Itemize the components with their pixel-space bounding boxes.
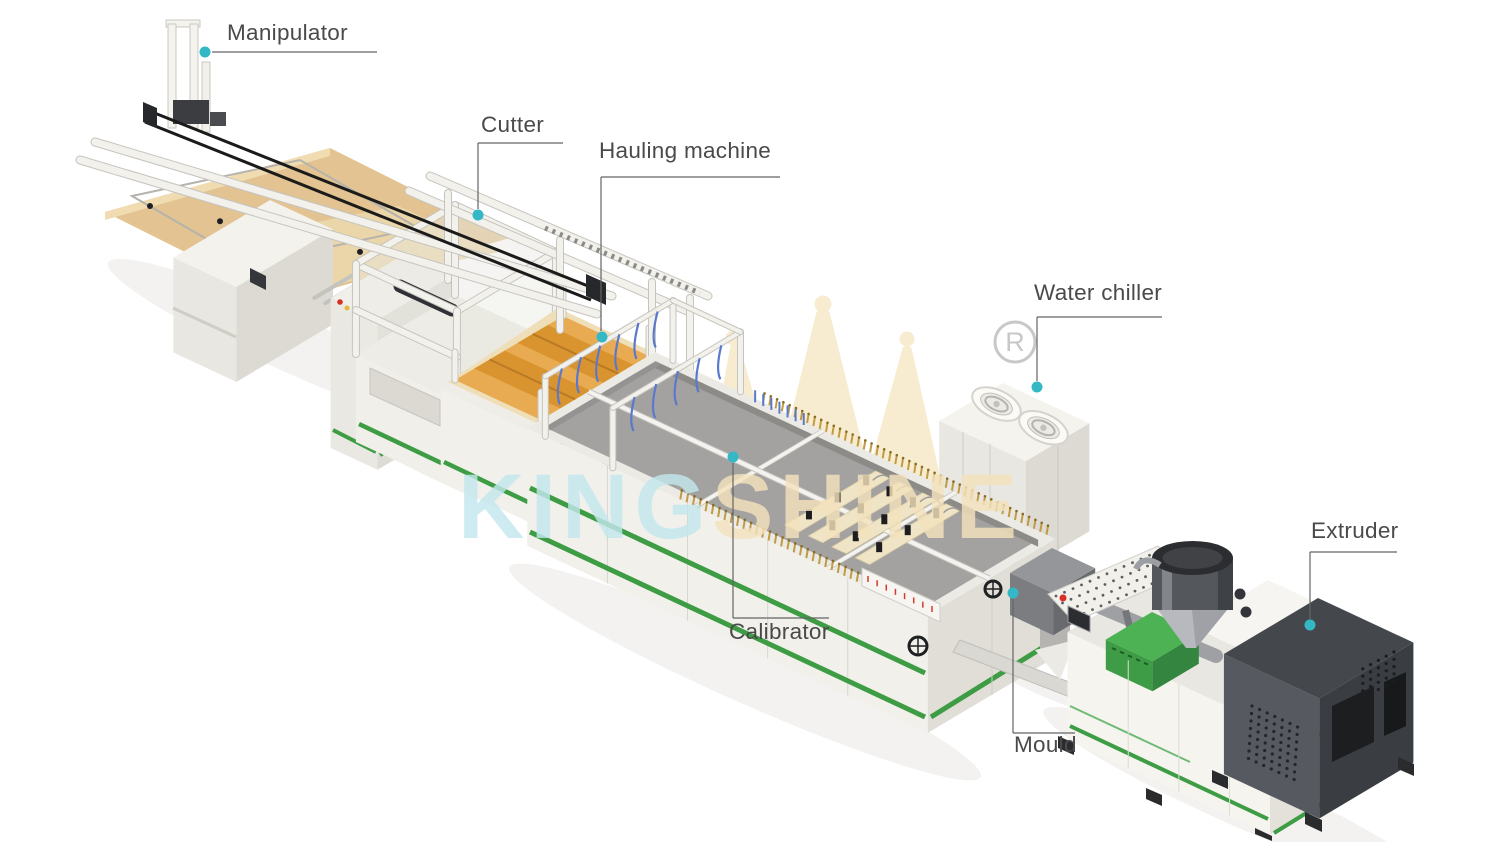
extruder-illustration <box>1047 541 1414 841</box>
callout-dot <box>199 46 211 58</box>
label-extruder: Extruder <box>1311 518 1399 543</box>
registered-letter: R <box>1005 327 1025 357</box>
label-manipulator: Manipulator <box>227 20 348 45</box>
callouts <box>199 46 1397 734</box>
callout-extruder <box>1304 551 1397 631</box>
callout-manipulator <box>199 46 377 58</box>
label-calibrator: Calibrator <box>729 619 830 644</box>
callout-dot <box>1304 619 1316 631</box>
brand-text-shine: SHINE <box>712 456 1023 558</box>
callout-dot <box>727 451 739 463</box>
callout-dot <box>596 331 608 343</box>
callout-water-chiller <box>1031 316 1162 393</box>
brand-watermark: KINGSHINE <box>458 456 1023 558</box>
label-water-chiller: Water chiller <box>1034 280 1163 305</box>
callout-mould <box>1007 587 1075 734</box>
label-mould: Mould <box>1014 732 1077 757</box>
callout-calibrator <box>727 451 829 619</box>
registered-trademark-icon: R <box>993 320 1037 364</box>
label-cutter: Cutter <box>481 112 545 137</box>
callout-dot <box>1007 587 1019 599</box>
manipulator-gantry-rails <box>75 102 713 392</box>
brand-watermark-text: KINGSHINE <box>458 456 1023 558</box>
callout-dot <box>472 209 484 221</box>
callout-dot <box>1031 381 1043 393</box>
callout-cutter <box>472 142 563 221</box>
calibrator-illustration <box>527 296 1056 733</box>
label-hauling-machine: Hauling machine <box>599 138 772 163</box>
brand-text-king: KING <box>458 456 712 558</box>
registered-circle <box>993 320 1037 364</box>
callout-hauling-machine <box>596 176 780 343</box>
